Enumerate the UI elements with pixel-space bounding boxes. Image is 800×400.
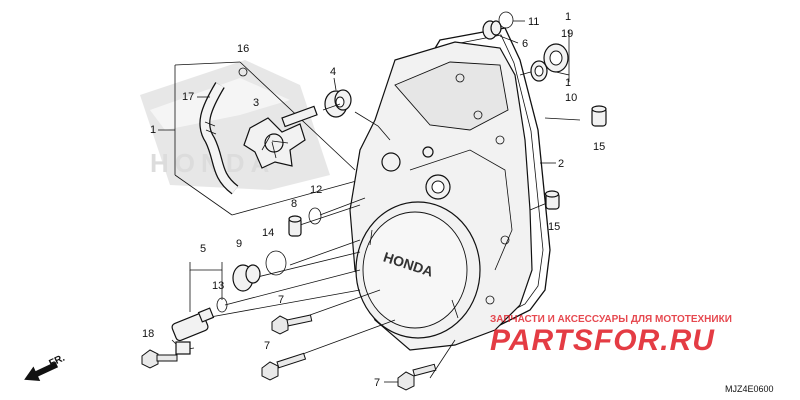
callout-12: 12 [310,184,322,196]
callout-11: 11 [528,16,539,28]
callout-2: 2 [558,158,564,170]
water-pump-seal [324,89,352,118]
bearing-19 [543,43,569,73]
callout-15a: 15 [593,141,605,153]
callout-16: 16 [237,43,249,55]
callout-14: 14 [262,227,274,239]
callout-7c: 7 [374,377,380,389]
o-ring-14 [265,250,287,276]
callout-10: 10 [565,92,577,104]
sensor-bracket [189,262,223,312]
callout-1-right: 1 [565,11,571,23]
flange-bolt-a [271,314,313,335]
dowel-15-lower [544,190,560,210]
callout-9: 9 [236,238,242,250]
o-ring-12 [308,207,322,225]
bg-wing-logo: HONDA [140,60,330,190]
water-hose [199,82,239,195]
leader-lines [204,67,581,379]
callout-18: 18 [142,328,154,340]
bolt-18 [141,349,178,369]
callout-17: 17 [182,91,194,103]
clutch-cover: HONDA [355,201,481,339]
callout-6: 6 [522,38,528,50]
watermark-brand: PARTSFOR.RU [490,324,715,357]
dowel-pin [288,215,302,237]
callout-15b: 15 [548,221,560,233]
callout-7a: 7 [278,294,284,306]
callout-4: 4 [330,66,336,78]
dowel-15-upper [591,105,607,127]
hose-clip [204,67,248,135]
callout-1-mid: 1 [565,77,571,89]
callout-7b: 7 [264,340,270,352]
watermark-tagline: ЗАПЧАСТИ И АКСЕССУАРЫ ДЛЯ МОТОТЕХНИКИ [490,314,732,325]
oil-seal-10 [530,60,548,82]
filler-cap [232,264,261,292]
flange-bolt-b [261,352,307,381]
callout-8: 8 [291,198,297,210]
front-marker-label: FR. [47,353,66,370]
callout-13: 13 [212,280,224,292]
diagram-code: MJZ4E0600 [725,384,774,394]
water-pump-impeller [243,105,318,169]
washer-11 [498,11,514,29]
front-arrow-icon [24,361,59,382]
collar-6 [482,20,502,40]
o-ring-13 [216,297,228,313]
callout-1-left: 1 [150,124,156,136]
callouts: 1 1 1 2 3 4 5 6 7 7 7 8 9 10 11 12 13 14… [142,11,605,389]
solenoid-valve [171,307,215,355]
flange-bolt-c [397,363,437,391]
callout-19: 19 [561,28,573,40]
callout-5: 5 [200,243,206,255]
callout-3: 3 [253,97,259,109]
group-bracket-right [555,30,570,82]
